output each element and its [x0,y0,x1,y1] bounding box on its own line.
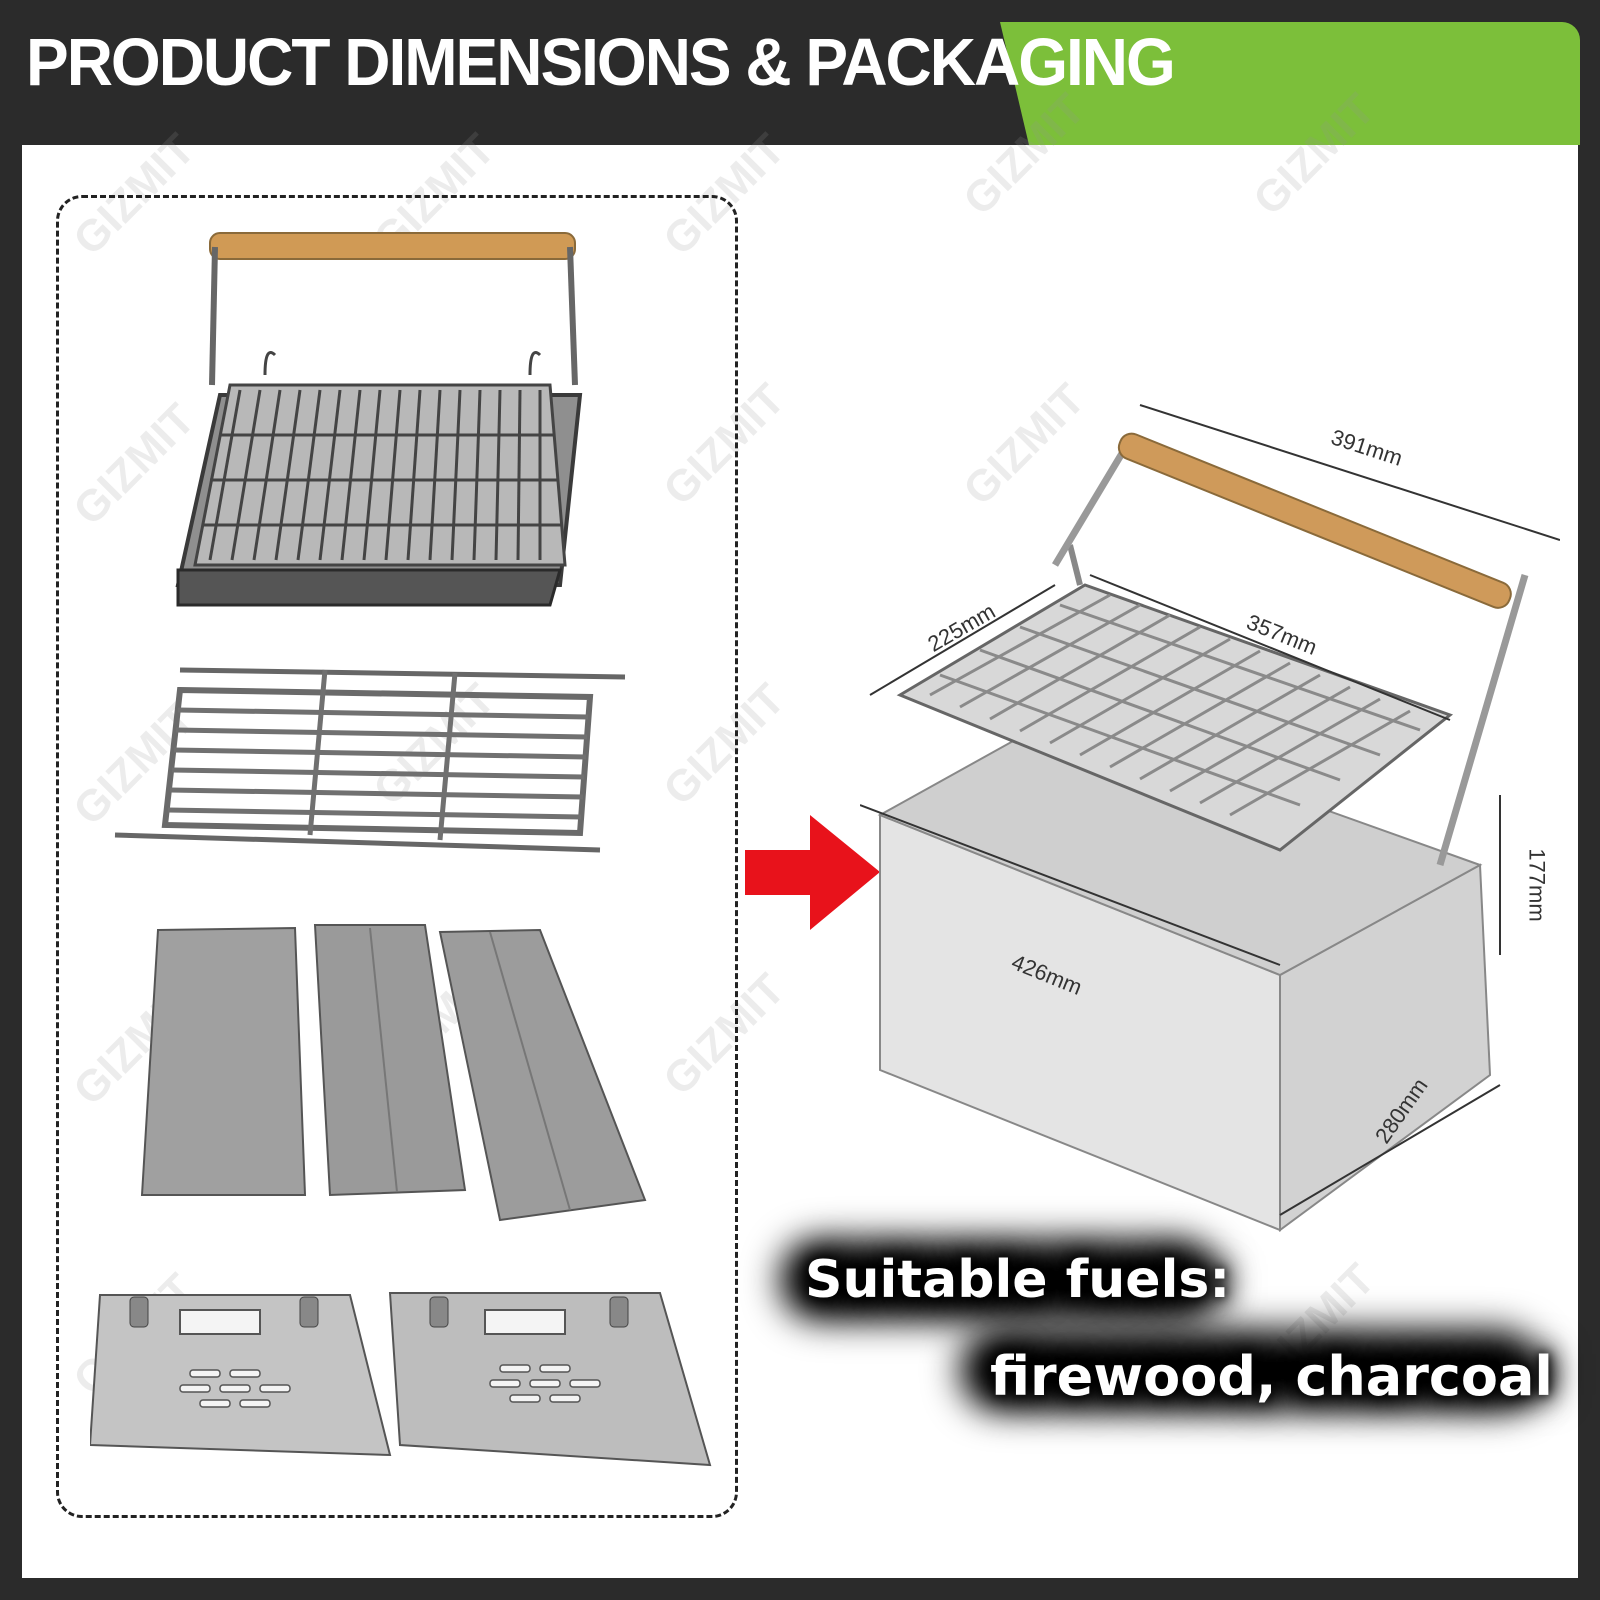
fuel-label: Suitable fuels: [805,1250,1231,1310]
dimension-height: 177mm [1524,848,1550,922]
wire-grate-photo [114,667,626,853]
fuel-label-shadow [780,1240,1220,1320]
side-panels-photo [140,924,647,1222]
fuel-list: firewood, charcoal [990,1345,1553,1408]
packaging-parts-box [56,195,738,1518]
header-bar: PRODUCT DIMENSIONS & PACKAGING [0,0,1600,145]
page-title: PRODUCT DIMENSIONS & PACKAGING [26,24,1176,100]
end-panels-photo [90,1292,712,1467]
assembled-grill-photo [860,404,1560,1232]
header-accent [1000,22,1580,145]
grill-frame-photo [175,232,583,607]
arrow-right-icon [745,815,880,930]
fuel-list-shadow [960,1330,1540,1410]
